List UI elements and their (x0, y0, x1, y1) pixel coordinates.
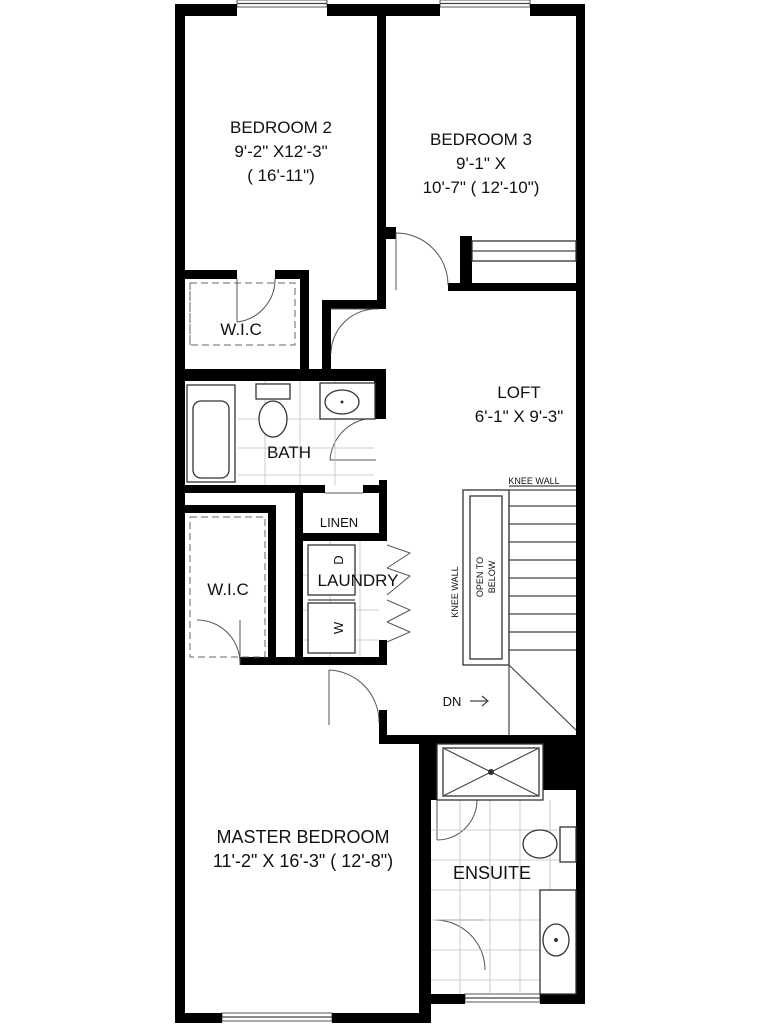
down-arrow-icon (470, 695, 489, 707)
vanity-icon (539, 889, 577, 995)
bedroom2-dim2: ( 16'-11") (247, 166, 315, 185)
wic-lower-name: W.I.C (207, 580, 249, 599)
laundry-name: LAUNDRY (318, 571, 399, 590)
open-to-below-line2: BELOW (487, 560, 497, 593)
ensuite-name: ENSUITE (453, 863, 531, 883)
washer-label: W (331, 621, 346, 634)
bedroom3-name: BEDROOM 3 (430, 130, 532, 149)
exterior-walls (175, 4, 585, 1023)
dryer-icon (307, 544, 356, 601)
stair (462, 485, 577, 735)
master-dim: 11'-2" X 16'-3" ( 12'-8") (213, 851, 393, 871)
sink-icon (319, 382, 376, 420)
master-name: MASTER BEDROOM (216, 827, 389, 847)
bedroom3-dim1: 9'-1" X (456, 154, 506, 173)
ensuite-toilet-icon (522, 826, 577, 863)
stair-treads (508, 490, 577, 735)
interior-walls (175, 4, 585, 800)
bathtub-icon (186, 384, 236, 483)
closet-shelves (189, 282, 296, 658)
linen-name: LINEN (320, 515, 358, 530)
bedroom2-name: BEDROOM 2 (230, 118, 332, 137)
washer-icon (307, 602, 356, 654)
loft-name: LOFT (497, 383, 540, 402)
knee-wall-side-label: KNEE WALL (450, 566, 460, 617)
room-labels: BEDROOM 2 9'-2" X12'-3" ( 16'-11") BEDRO… (207, 118, 563, 883)
loft-dim: 6'-1" X 9'-3" (475, 407, 564, 426)
bedroom3-dim2: 10'-7" ( 12'-10") (423, 178, 540, 197)
fixtures (186, 240, 577, 995)
bath-name: BATH (267, 443, 311, 462)
open-to-below-line1: OPEN TO (475, 557, 485, 597)
shower-icon (436, 743, 544, 801)
bedroom2-dim1: 9'-2" X12'-3" (234, 142, 327, 161)
dryer-label: D (331, 555, 346, 564)
wic-upper-name: W.I.C (220, 320, 262, 339)
knee-wall-top-label: KNEE WALL (508, 476, 559, 486)
closet-bedroom3 (471, 240, 577, 262)
toilet-icon (255, 383, 291, 438)
down-label: DN (443, 694, 462, 709)
